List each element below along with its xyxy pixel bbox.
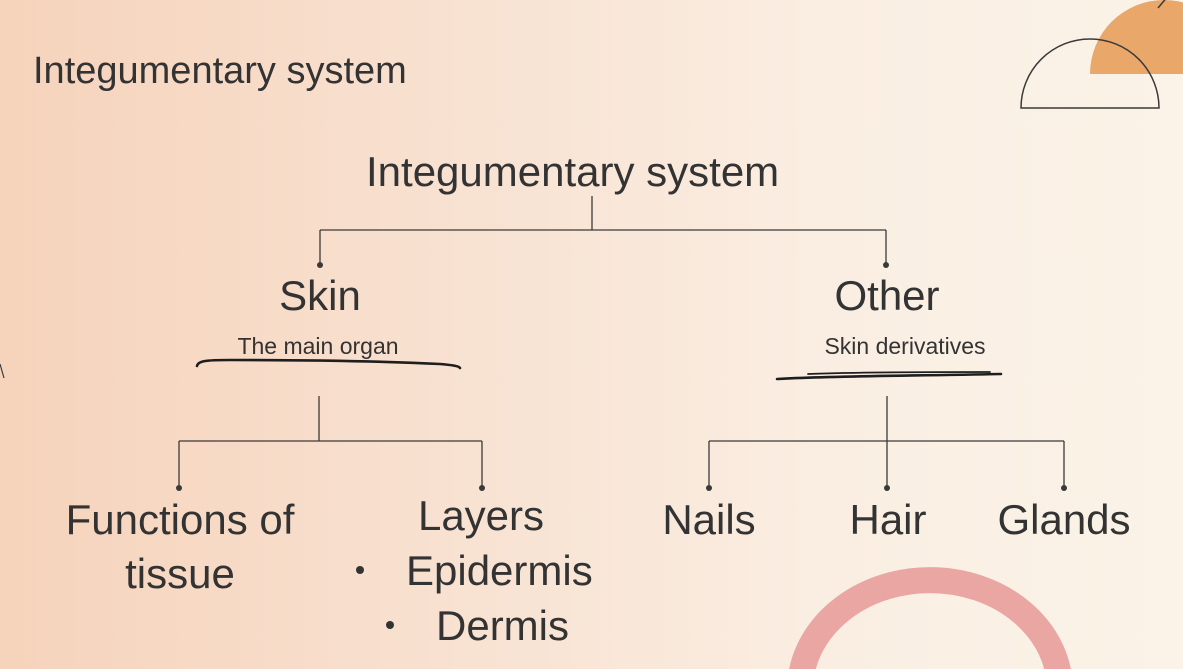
decor-left-tick	[0, 363, 5, 379]
bullet-text: Dermis	[436, 602, 569, 649]
bullet-text: Epidermis	[406, 547, 593, 594]
skin-node-label: Skin	[279, 272, 361, 319]
decor-pink-ring	[789, 567, 1071, 669]
hair-node-dot	[884, 485, 890, 491]
other-node-label: Other	[834, 272, 940, 319]
glands-node-label: Glands	[997, 496, 1131, 543]
bullet-dot	[356, 565, 364, 574]
skin-note: The main organ	[237, 333, 399, 359]
bullet-dot	[386, 620, 394, 629]
other-node-dot	[883, 262, 889, 268]
hair-node-label: Hair	[849, 496, 927, 543]
layers-bullet-dermis: Dermis	[386, 602, 569, 650]
glands-node-dot	[1061, 485, 1067, 491]
other-note-underline-1	[775, 372, 1003, 381]
diagram-root-label: Integumentary system	[366, 148, 780, 195]
decor-corner-stroke	[1157, 0, 1166, 9]
layers-node-dot	[479, 485, 485, 491]
decor-orange-semicircle	[1090, 0, 1183, 74]
skin-node-dot	[317, 262, 323, 268]
other-note-underline-2	[807, 371, 991, 375]
skin-note-underline	[195, 358, 462, 370]
slide-title: Integumentary system	[33, 50, 407, 92]
other-note: Skin derivatives	[824, 333, 986, 359]
nails-node-label: Nails	[662, 496, 756, 543]
functions-node-line2: tissue	[125, 550, 235, 597]
layers-bullet-epidermis: Epidermis	[356, 547, 593, 595]
functions-node-line1: Functions of	[65, 496, 295, 543]
nails-node-dot	[706, 485, 712, 491]
functions-node-dot	[176, 485, 182, 491]
layers-node-label: Layers	[417, 492, 545, 539]
decor-outline-semicircle	[1020, 38, 1160, 109]
